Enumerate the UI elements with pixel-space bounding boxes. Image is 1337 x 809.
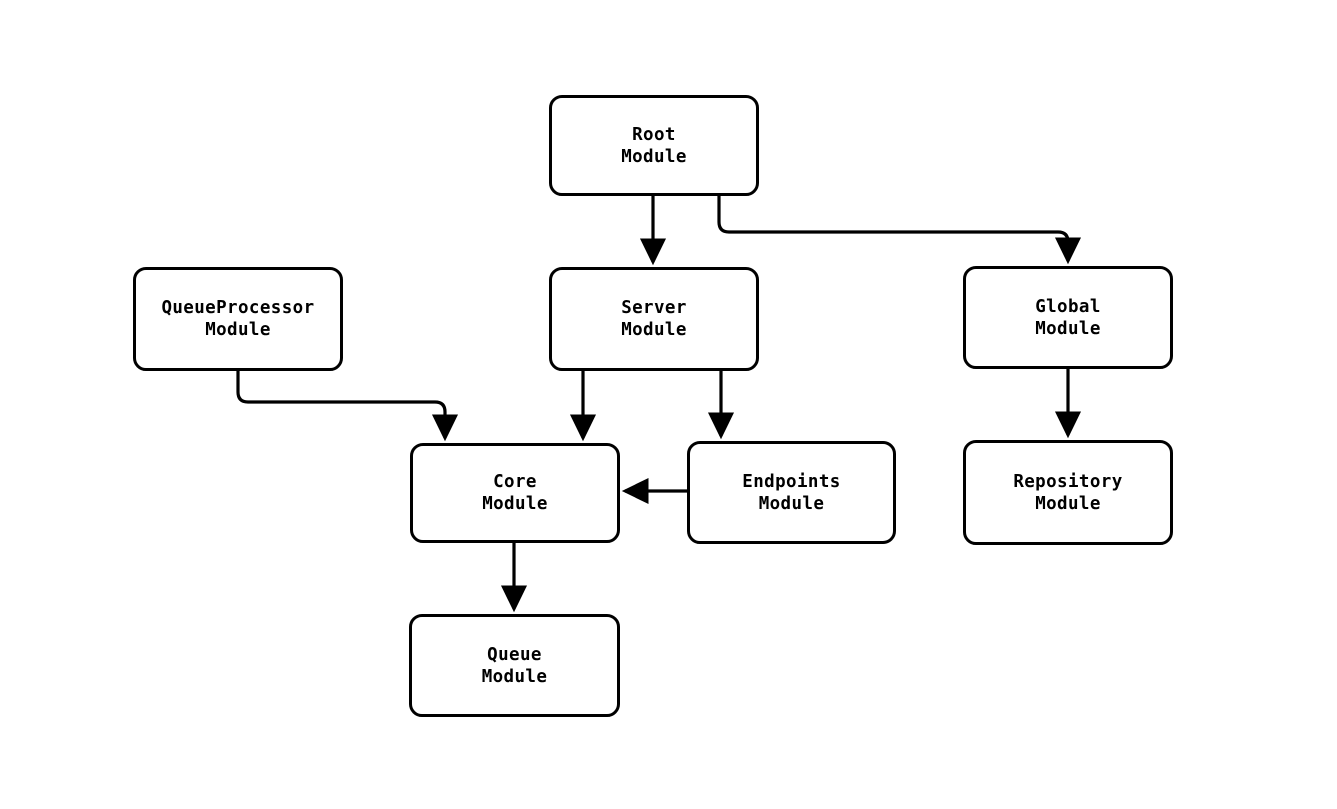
node-label-line2: Module: [481, 666, 548, 687]
node-label-line2: Module: [205, 320, 271, 340]
node-label-line1: Repository: [1013, 471, 1123, 492]
node-label-line1: Queue: [487, 644, 542, 665]
edge-queueprocessor-to-core: [236, 371, 459, 442]
node-root-module[interactable]: Root Module: [549, 95, 759, 196]
node-label-line2: Module: [758, 493, 825, 514]
node-core-module[interactable]: Core Module: [410, 443, 620, 543]
node-label-line1: Core: [493, 472, 537, 492]
node-endpoints-module[interactable]: Endpoints Module: [687, 441, 896, 544]
node-global-module[interactable]: Global Module: [963, 266, 1173, 369]
node-label-line1: Server: [621, 298, 687, 318]
node-queueprocessor-module[interactable]: QueueProcessor Module: [133, 267, 343, 371]
node-label-line2: Module: [482, 494, 548, 514]
node-label-line2: Module: [621, 146, 687, 167]
node-repository-module[interactable]: Repository Module: [963, 440, 1173, 545]
node-label-line1: Root: [632, 124, 676, 145]
node-label-line2: Module: [621, 320, 687, 340]
edge-root-to-global: [717, 196, 1082, 265]
node-server-module[interactable]: Server Module: [549, 267, 759, 371]
node-queue-module[interactable]: Queue Module: [409, 614, 620, 717]
node-label-line2: Module: [1035, 318, 1101, 339]
node-label-line2: Module: [1035, 493, 1101, 514]
node-label-line1: QueueProcessor: [161, 298, 315, 318]
node-label-line1: Endpoints: [742, 471, 841, 492]
node-label-line1: Global: [1035, 296, 1101, 317]
